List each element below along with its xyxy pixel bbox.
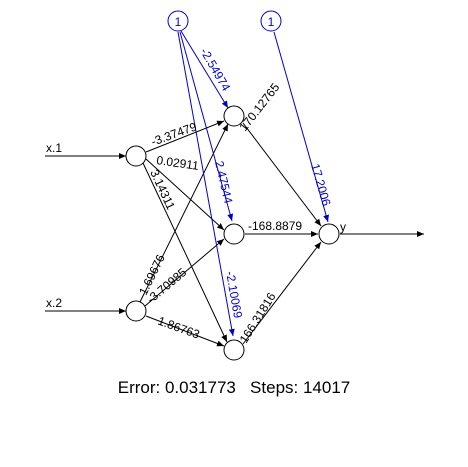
edge-x2-h3 — [145, 315, 225, 347]
bias-node-output-label: 1 — [268, 15, 275, 29]
edge-x2-h2 — [144, 238, 225, 307]
bias-edge-h1 — [180, 30, 229, 109]
edge-h1-y — [242, 122, 322, 227]
weight-h1-y: 170.12765 — [236, 80, 282, 134]
input-node-x1 — [125, 145, 147, 167]
input-node-x2 — [125, 300, 147, 322]
hidden-node-2 — [223, 223, 245, 245]
input-label-x2: x.2 — [46, 296, 62, 310]
output-label: y — [340, 220, 346, 234]
training-summary: Error: 0.031773 Steps: 14017 — [0, 378, 468, 398]
bias-node-hidden — [167, 10, 189, 32]
bias-weight-h2: 2.47544 — [212, 160, 235, 206]
weight-x1-h1: -3.37479 — [149, 119, 199, 148]
steps-text: Steps: 14017 — [250, 378, 351, 397]
weight-x2-h3: 1.86763 — [156, 314, 202, 342]
weight-x1-h2: 0.02911 — [156, 153, 200, 173]
bias-weight-y: 17.2006 — [308, 162, 334, 208]
weight-h3-y: 166.31816 — [237, 290, 279, 346]
bias-edge-y — [273, 31, 329, 223]
bias-weight-h3: -2.10069 — [223, 270, 245, 319]
weight-x1-h3: 3.14311 — [147, 167, 178, 212]
output-node — [318, 223, 340, 245]
bias-edge-h3 — [177, 31, 235, 337]
bias-node-output — [260, 10, 282, 32]
edge-x1-h3 — [142, 162, 228, 343]
edge-x1-h2 — [145, 158, 225, 231]
error-text: Error: 0.031773 — [117, 378, 236, 397]
hidden-node-3 — [223, 339, 245, 361]
bias-edge-h2 — [179, 31, 234, 222]
edge-x1-h1 — [145, 120, 225, 153]
hidden-node-1 — [223, 105, 245, 127]
edge-h3-y — [242, 241, 322, 345]
weight-h2-y: -168.8879 — [248, 219, 302, 233]
input-label-x1: x.1 — [46, 141, 62, 155]
bias-node-hidden-label: 1 — [175, 15, 182, 29]
